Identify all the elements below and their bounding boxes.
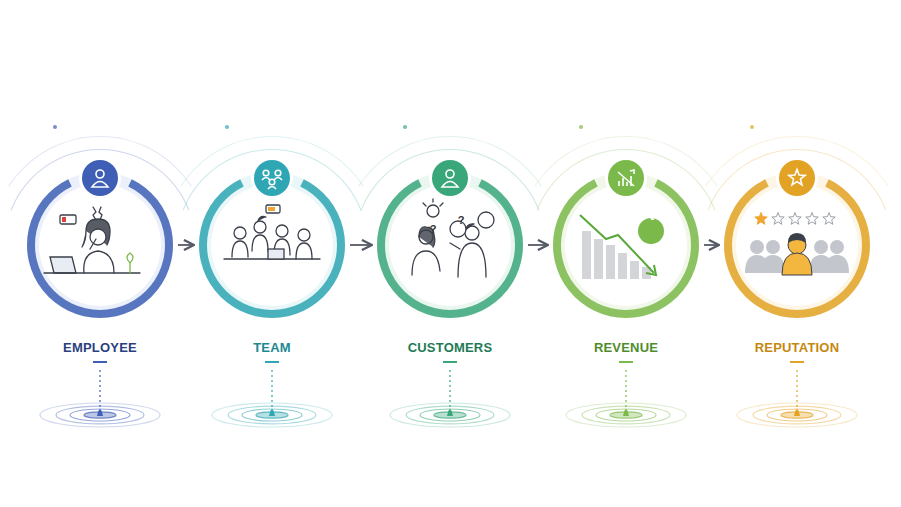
ripple: [737, 403, 857, 427]
ripple: [582, 406, 670, 424]
stage-circle: CUSTOMERS??: [375, 170, 525, 320]
underline-dash: [265, 361, 279, 363]
ripple: [753, 406, 841, 424]
dotted-drop: [449, 370, 450, 408]
ripple: [566, 403, 686, 427]
underline-dash: [443, 361, 457, 363]
ripple: [40, 403, 160, 427]
decor-dot: [579, 125, 583, 129]
dotted-drop: [625, 370, 626, 408]
circle-illustration: [25, 170, 175, 320]
dotted-drop: [271, 370, 272, 408]
underline-dash: [790, 361, 804, 363]
stage-label: EMPLOYEE: [63, 340, 137, 355]
droplet: [269, 409, 275, 416]
stage-circle: REVENUE₹: [551, 170, 701, 320]
flow-arrow: [528, 244, 548, 246]
ripple: [228, 406, 316, 424]
flow-arrow: [350, 244, 372, 246]
ripple: [767, 409, 827, 421]
ripple: [596, 409, 656, 421]
flow-arrow: [704, 244, 719, 246]
icon-glyph: ?: [458, 215, 465, 226]
droplet: [623, 409, 629, 416]
underline-dash: [619, 361, 633, 363]
icon-glyph: ₹: [646, 208, 656, 222]
droplet: [794, 409, 800, 416]
stage-circle: EMPLOYEE: [25, 170, 175, 320]
flow-arrow: [178, 244, 194, 246]
stage-circle: TEAM: [197, 170, 347, 320]
dotted-drop: [99, 370, 100, 408]
ripple: [406, 406, 494, 424]
stage-label: REVENUE: [594, 340, 658, 355]
circle-illustration: [722, 170, 872, 320]
decor-dot: [750, 125, 754, 129]
icon-glyph: ?: [430, 224, 437, 235]
droplet: [447, 409, 453, 416]
ripple: [56, 406, 144, 424]
ripple: [212, 403, 332, 427]
ripple: [420, 409, 480, 421]
circle-illustration: [197, 170, 347, 320]
stage-label: CUSTOMERS: [408, 340, 493, 355]
droplet: [97, 409, 103, 416]
decor-dot: [225, 125, 229, 129]
stage-label: TEAM: [253, 340, 291, 355]
decor-dot: [403, 125, 407, 129]
underline-dash: [93, 361, 107, 363]
stage-label: REPUTATION: [755, 340, 840, 355]
ripple: [242, 409, 302, 421]
circle-illustration: [551, 170, 701, 320]
circle-illustration: [375, 170, 525, 320]
decor-dot: [53, 125, 57, 129]
ripple: [390, 403, 510, 427]
dotted-drop: [796, 370, 797, 408]
ripple: [70, 409, 130, 421]
stage-circle: REPUTATION: [722, 170, 872, 320]
